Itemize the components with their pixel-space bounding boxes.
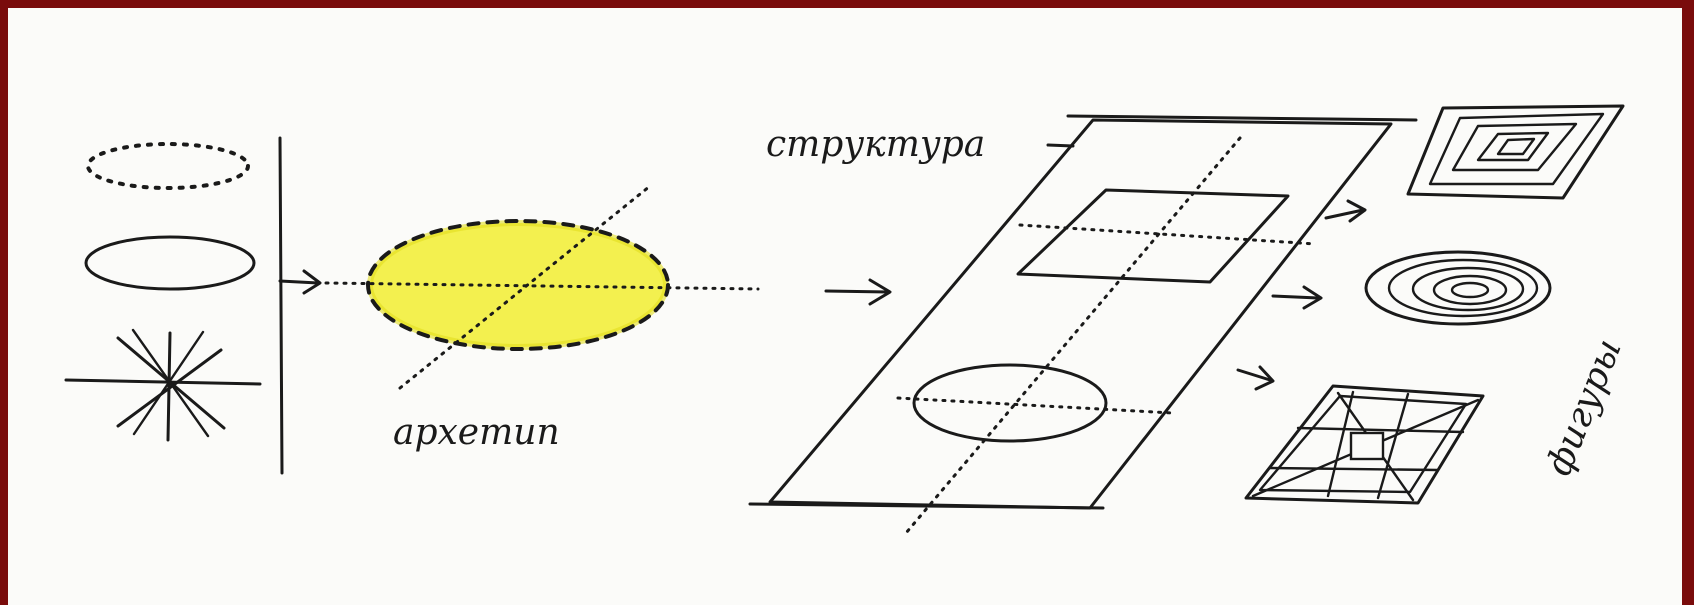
sketch-paper: архетип структура [8,8,1682,605]
arrow-to-figure-grid [1238,367,1273,389]
primitive-star [66,330,260,440]
sketch-drawing: архетип структура [8,8,1682,605]
figure-spiral [1366,252,1550,324]
figure-concentric-squares [1408,106,1623,198]
arrow-to-archetype [280,271,320,293]
arrow-to-structure [826,280,890,304]
primitive-dotted-ellipse [88,144,248,188]
arrow-to-figure-spiral [1273,287,1321,308]
label-archetype: архетип [393,412,560,453]
divider-line [280,138,282,473]
arrow-to-figure-square [1326,201,1365,221]
structure-plane [750,116,1416,533]
archetype-ellipsoid [326,186,758,388]
primitive-solid-ellipse [86,237,254,289]
label-figures: фигуры [1538,334,1630,482]
structure-pointer [1048,145,1073,146]
label-structure: структура [766,124,985,165]
figure-grid-square [1246,386,1483,503]
